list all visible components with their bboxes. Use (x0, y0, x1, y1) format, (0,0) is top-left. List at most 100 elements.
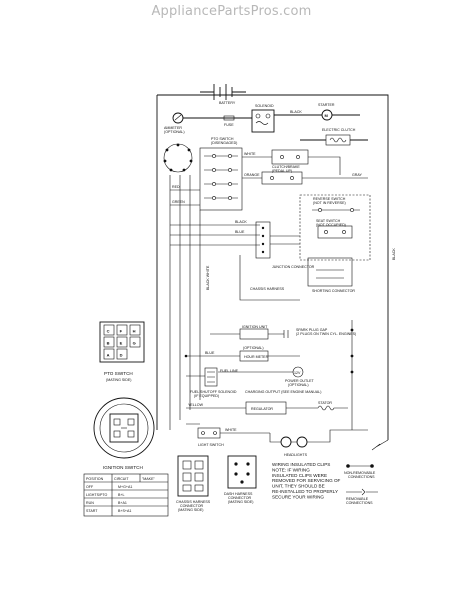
legend-removable-label-1: REMOVABLE (346, 497, 369, 501)
hour-meter-label: HOUR METER (244, 355, 269, 359)
chassis-harness-wire (239, 255, 300, 301)
dash-connector-sub: (MATING SIDE) (228, 500, 254, 504)
wire-black-2: BLACK (290, 110, 302, 114)
fuel-line-label: FUEL LINE (220, 369, 239, 373)
pto-grid-letter: A (107, 353, 110, 358)
wire-yellow: YELLOW (188, 403, 204, 407)
pto-grid-cell (116, 348, 128, 360)
stator (317, 405, 348, 411)
legend-non-removable-label-2: CONNECTIONS (348, 475, 375, 479)
pto-grid-cell (129, 324, 141, 336)
power-outlet (218, 366, 304, 378)
regulator-label: REGULATOR (251, 407, 273, 411)
ignition-table-header: POSITION (86, 477, 104, 481)
wire-blue-1: BLUE (235, 230, 245, 234)
pto-grid-cell (116, 336, 128, 348)
fuse-symbol (223, 115, 235, 121)
legend-removable (346, 488, 378, 496)
harness-lines (170, 189, 260, 246)
legend-non-removable (346, 464, 374, 468)
ignition-unit-label: IGNITION UNIT (242, 325, 268, 329)
wire-orange: ORANGE (244, 173, 260, 177)
headlights (269, 429, 368, 448)
battery-symbol (200, 84, 246, 100)
clutch-brake-label: CLUTCH/BRAKE (272, 165, 300, 169)
fuel-shutoff-label: FUEL SHUTOFF SOLENOID (190, 390, 237, 394)
solenoid-symbol (251, 109, 275, 133)
ignition-table-position: LIGHTS/PTO (86, 493, 108, 497)
legend-removable-label-2: CONNECTIONS (346, 501, 373, 505)
pto-grid-letter: F (120, 329, 123, 334)
wire-black-white: BLACK WHITE (206, 265, 210, 290)
headlights-label: HEADLIGHTS (284, 453, 308, 457)
pto-grid-letter: G (133, 341, 136, 346)
wire-gray: GRAY (352, 173, 363, 177)
vertical-trunk-wires (169, 175, 201, 430)
wiring-note-line: WIRING INSULATED CLIPS (272, 462, 330, 467)
ignition-switch-label: IGNITION SWITCH (103, 465, 143, 470)
seat-switch-sub: (NOT OCCUPIED) (316, 223, 346, 227)
ignition-unit (210, 328, 289, 340)
starter-motor: M (274, 109, 360, 121)
ignition-table-position: START (86, 509, 98, 513)
ignition-table-circuit: B+L (118, 493, 125, 497)
wiring-note-line: RE-INSTALLED TO PROPERLY (272, 489, 338, 494)
pto-switch-contacts (163, 143, 193, 173)
chassis-connector-label-2: CONNECTOR (180, 504, 203, 508)
wiring-note-line: SECURE YOUR WIRING (272, 494, 324, 499)
right-ground-wire (371, 439, 389, 451)
wire-blue-2: BLUE (205, 351, 215, 355)
fuel-shutoff-solenoid (186, 367, 218, 387)
ignition-table-position: RUN (86, 501, 94, 505)
pto-grid-letter: H (133, 329, 136, 334)
dash-harness-connector (227, 455, 257, 489)
power-outlet-sub: (OPTIONAL) (288, 383, 309, 387)
wire-white-2: WHITE (244, 152, 256, 156)
fuel-shutoff-sub: (IF EQUIPPED) (194, 394, 219, 398)
shorting-connector-label: SHORTING CONNECTOR (312, 289, 355, 293)
ignition-table-circuit: B+S+A1 (118, 509, 131, 513)
stator-label: STATOR (318, 401, 332, 405)
ignition-table-header: "MAKE" (142, 477, 155, 481)
wiring-note-line: INSULATED CLIPS WERE (272, 473, 327, 478)
dash-connector-label-2: CONNECTOR (228, 496, 251, 500)
main-frame-wire (157, 94, 389, 440)
pto-switch-top-label: PTO SWITCH (211, 137, 234, 141)
pto-grid-letter: B (107, 341, 110, 346)
light-switch (186, 423, 270, 439)
wire-black-3: BLACK (392, 248, 396, 260)
ignition-table-circuit: B+A1 (118, 501, 127, 505)
pto-grid-letter: D (120, 353, 123, 358)
shorting-connector (307, 257, 353, 287)
wiring-note-line: NOTE: IF WIRING (272, 467, 310, 472)
pto-grid-cell (103, 336, 115, 348)
chassis-harness-label: CHASSIS HARNESS (250, 287, 285, 291)
electric-clutch-label: ELECTRIC CLUTCH (322, 128, 356, 132)
pto-grid-cell (116, 324, 128, 336)
reverse-switch-label: REVERSE SWITCH (313, 197, 346, 201)
pto-grid-letter: C (107, 329, 110, 334)
pto-switch-bottom-label: PTO SWITCH (104, 371, 133, 376)
power-outlet-12v: 12V (294, 371, 301, 375)
dash-connector-label-1: DASH HARNESS (224, 492, 253, 496)
reverse-switch-sub: (NOT IN REVERSE) (313, 201, 346, 205)
ammeter-sub: (OPTIONAL) (164, 130, 185, 134)
chassis-connector-label-1: CHASSIS HARNESS (176, 500, 211, 504)
spark-plug-sub: (2 PLUGS ON TWIN CYL. ENGINES) (296, 332, 356, 336)
ammeter-symbol (172, 112, 184, 124)
ignition-table-frame (83, 473, 169, 517)
watermark: AppliancePartsPros.com (151, 4, 312, 19)
clutch-brake-switch (242, 149, 368, 185)
chassis-harness-connector (177, 455, 209, 497)
hour-meter (184, 350, 300, 362)
junction-connector (255, 221, 300, 259)
regulator (186, 401, 318, 415)
junction-connector-label: JUNCTION CONNECTOR (272, 265, 315, 269)
wire-green: GREEN (172, 200, 185, 204)
starter-label: STARTER (318, 103, 335, 107)
clutch-brake-sub: (PEDAL UP) (272, 169, 292, 173)
fuse-label: FUSE (224, 123, 234, 127)
ignition-switch-graphic (93, 397, 155, 459)
